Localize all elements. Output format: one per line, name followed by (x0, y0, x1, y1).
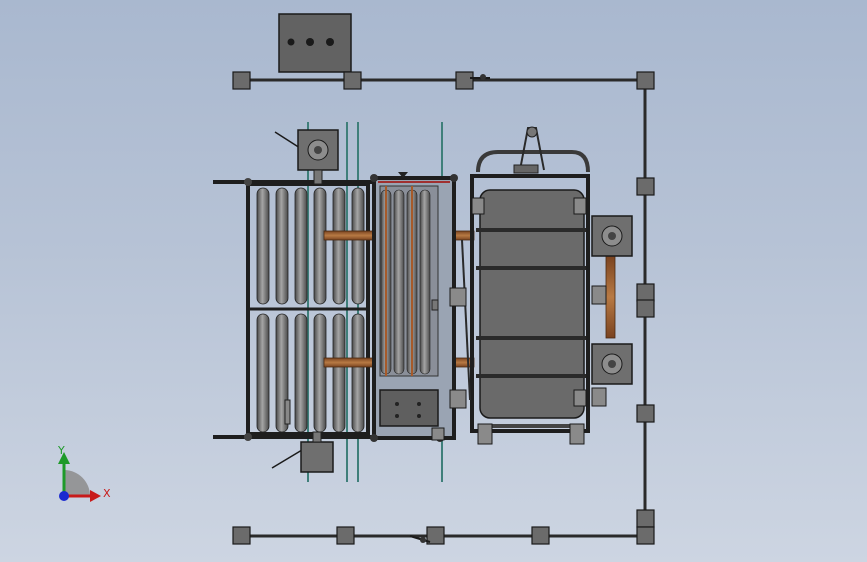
cart-brackets (431, 197, 607, 445)
bottom-motor-plate (271, 431, 334, 473)
axis-x-label: X (103, 487, 111, 500)
orientation-triad (58, 452, 101, 502)
tube-rack (370, 172, 458, 442)
cable-clip-top (470, 74, 490, 80)
axis-y-label: Y (58, 444, 65, 457)
control-box (278, 13, 352, 73)
cable-clip-bottom (409, 535, 431, 543)
cart-handle (476, 126, 590, 174)
top-motor-plate (274, 129, 339, 185)
right-motor-plate-top (591, 215, 633, 257)
rollers (256, 187, 365, 433)
roller-conveyor (213, 178, 372, 441)
right-motor-plate-bottom (591, 343, 633, 385)
cart-frame (461, 174, 590, 433)
perimeter-post-feet (232, 71, 655, 545)
